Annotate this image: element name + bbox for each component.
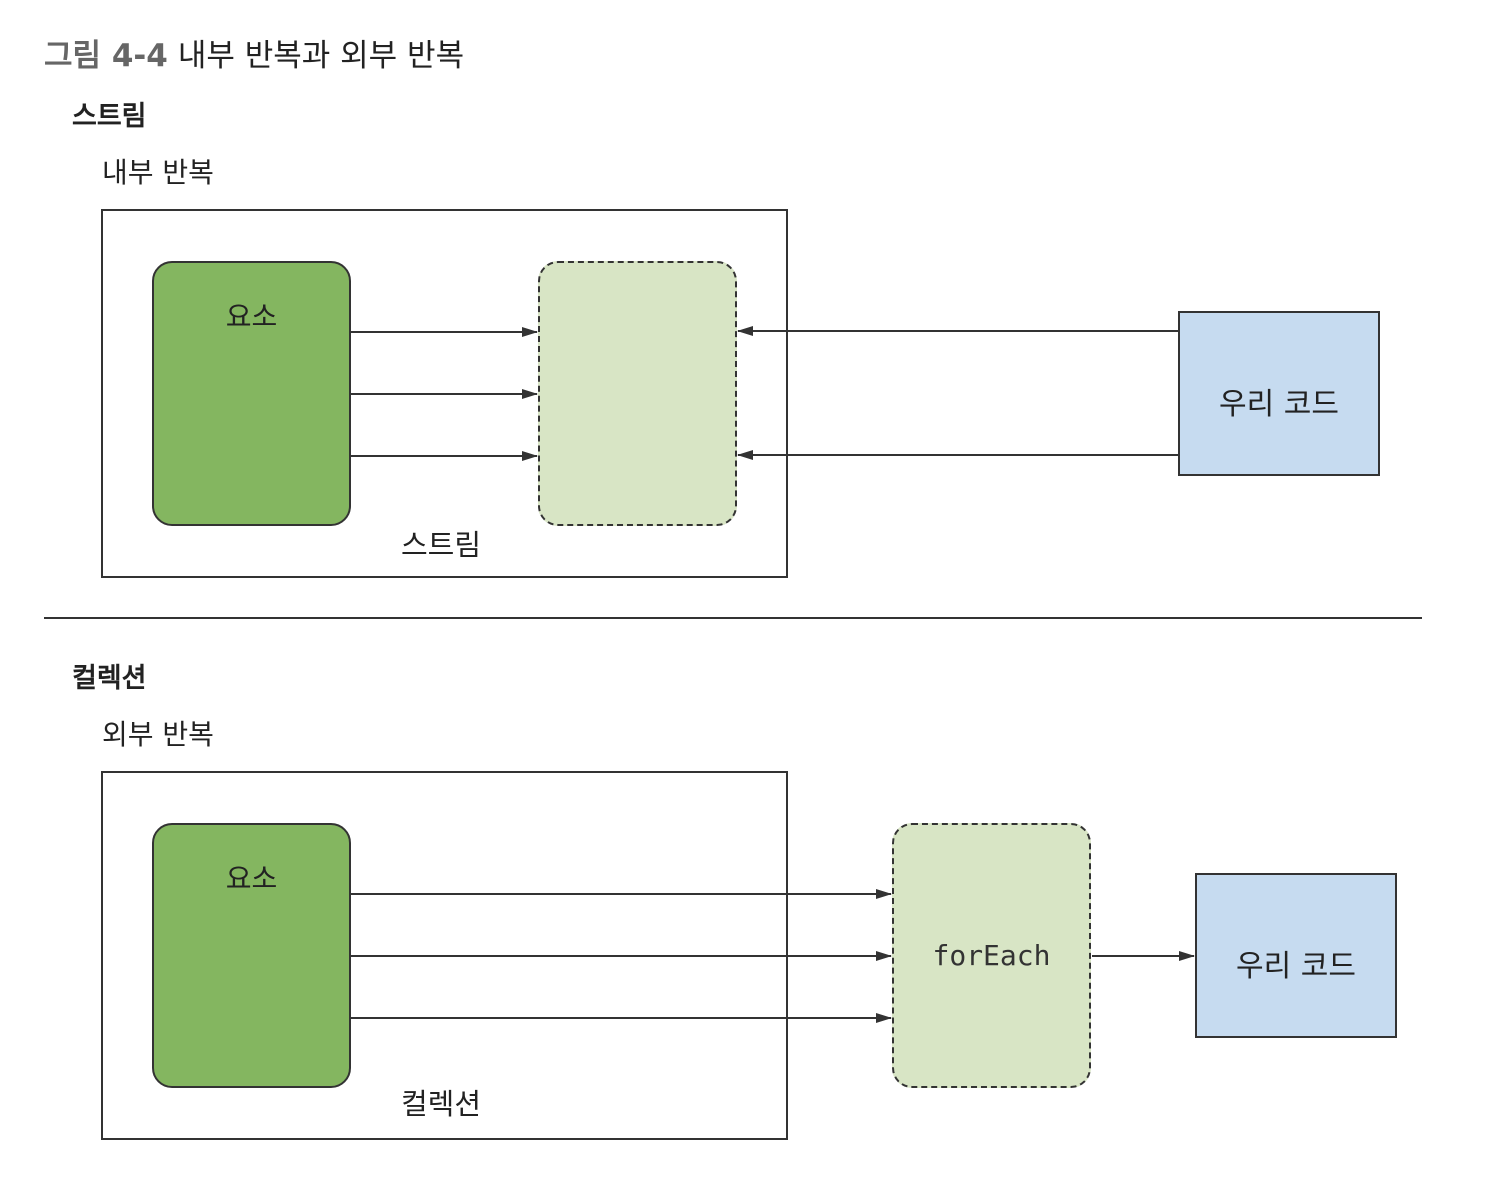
stream-section-title: 스트림 — [72, 101, 147, 132]
stream-our-code-label: 우리 코드 — [1219, 387, 1339, 422]
external-iteration-subtitle: 외부 반복 — [102, 718, 214, 751]
collection-element-box: 요소 — [152, 823, 351, 1088]
stream-container-label: 스트림 — [401, 528, 482, 562]
internal-iteration-subtitle: 내부 반복 — [102, 156, 214, 189]
stream-internal-iterator-box — [538, 261, 737, 526]
collection-our-code-label: 우리 코드 — [1236, 949, 1356, 984]
collection-section-title: 컬렉션 — [72, 663, 147, 694]
collection-element-label: 요소 — [225, 862, 278, 895]
section-divider — [44, 617, 1422, 619]
stream-element-box: 요소 — [152, 261, 351, 526]
stream-element-label: 요소 — [225, 300, 278, 333]
collection-our-code-box: 우리 코드 — [1195, 873, 1397, 1038]
foreach-label: forEach — [932, 939, 1051, 972]
figure-number: 그림 4-4 — [44, 38, 168, 74]
foreach-iterator-box: forEach — [892, 823, 1091, 1088]
collection-container-label: 컬렉션 — [401, 1087, 482, 1121]
figure-caption: 내부 반복과 외부 반복 — [177, 38, 465, 74]
stream-our-code-box: 우리 코드 — [1178, 311, 1380, 476]
